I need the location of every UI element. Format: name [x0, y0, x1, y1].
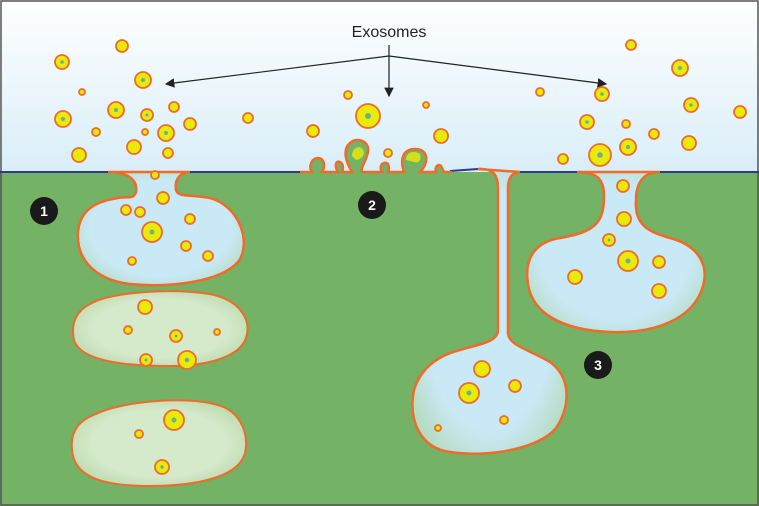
exosome-vesicle — [156, 191, 170, 205]
exosome-vesicle — [499, 415, 509, 425]
exosome-vesicle — [150, 170, 160, 180]
vesicle-core — [625, 258, 631, 264]
mvb-green-2 — [70, 399, 248, 488]
vesicle-core — [61, 117, 65, 121]
exosome-vesicle — [652, 255, 666, 269]
bud-vesicle — [352, 147, 364, 160]
exosome-vesicle — [383, 148, 393, 158]
vesicle-core — [597, 152, 603, 158]
exosome-vesicle — [127, 256, 137, 266]
exosome-vesicle — [616, 179, 630, 193]
vesicle-core — [585, 120, 589, 124]
exosome-vesicle — [134, 429, 144, 439]
vesicle-core — [626, 145, 630, 149]
exosome-vesicle — [306, 124, 320, 138]
vesicle-core — [149, 229, 155, 235]
vesicle-core — [160, 465, 164, 469]
vesicle-core — [114, 108, 118, 112]
exosome-vesicles — [54, 39, 747, 475]
vesicle-core — [141, 78, 145, 82]
exosome-vesicle — [343, 90, 353, 100]
exosome-vesicle — [621, 119, 631, 129]
arrows — [164, 45, 608, 98]
arrow-left — [164, 55, 390, 88]
exosome-vesicle — [91, 127, 101, 137]
exosome-vesicle — [202, 250, 214, 262]
svg-text:2: 2 — [368, 197, 376, 213]
exosome-vesicle — [434, 424, 442, 432]
vesicle-core — [174, 334, 178, 338]
exosome-vesicle — [616, 211, 632, 227]
exosome-vesicle — [508, 379, 522, 393]
exosome-vesicle — [535, 87, 545, 97]
exosome-vesicle — [213, 328, 221, 336]
vesicle-core — [144, 358, 148, 362]
exosome-vesicle — [115, 39, 129, 53]
marker-1: 1 — [30, 197, 58, 225]
exosome-vesicle — [71, 147, 87, 163]
exosome-vesicle — [183, 117, 197, 131]
vesicle-core — [600, 92, 604, 96]
exosome-vesicle — [184, 213, 196, 225]
exosome-vesicle — [168, 101, 180, 113]
vesicle-core — [678, 66, 682, 70]
vesicle-core — [689, 103, 693, 107]
vesicle-core — [171, 417, 177, 423]
bud-vesicle — [406, 152, 421, 163]
exosome-vesicle — [126, 139, 142, 155]
vesicle-core — [607, 238, 611, 242]
vesicle-core — [145, 113, 149, 117]
exosome-vesicle — [733, 105, 747, 119]
marker-2: 2 — [358, 191, 386, 219]
exosome-vesicle — [567, 269, 583, 285]
exosome-vesicle — [78, 88, 86, 96]
mvb-green-1 — [72, 290, 249, 368]
exosome-vesicle — [242, 112, 254, 124]
exosome-vesicle — [651, 283, 667, 299]
exosome-vesicle — [134, 206, 146, 218]
exosome-vesicle — [557, 153, 569, 165]
svg-text:3: 3 — [594, 357, 602, 373]
exosome-vesicle — [123, 325, 133, 335]
marker-3: 3 — [584, 351, 612, 379]
exosome-vesicle — [180, 240, 192, 252]
exosome-vesicle — [120, 204, 132, 216]
exosome-vesicle — [681, 135, 697, 151]
svg-text:1: 1 — [40, 203, 48, 219]
vesicle-core — [60, 60, 64, 64]
exosome-vesicle — [625, 39, 637, 51]
exosome-vesicle — [473, 360, 491, 378]
exosomes-label: Exosomes — [352, 24, 427, 41]
arrow-right — [388, 55, 608, 88]
exosome-vesicle — [141, 128, 149, 136]
exosome-vesicle — [648, 128, 660, 140]
budding-membrane-2 — [300, 138, 452, 174]
exosome-vesicle — [422, 101, 430, 109]
vesicle-core — [466, 390, 472, 396]
vesicle-core — [365, 113, 371, 119]
plasma-membrane — [0, 168, 759, 173]
exosome-vesicle — [162, 147, 174, 159]
vesicle-core — [184, 357, 190, 363]
vesicle-core — [164, 131, 168, 135]
exosome-vesicle — [137, 299, 153, 315]
exosome-vesicle — [433, 128, 449, 144]
